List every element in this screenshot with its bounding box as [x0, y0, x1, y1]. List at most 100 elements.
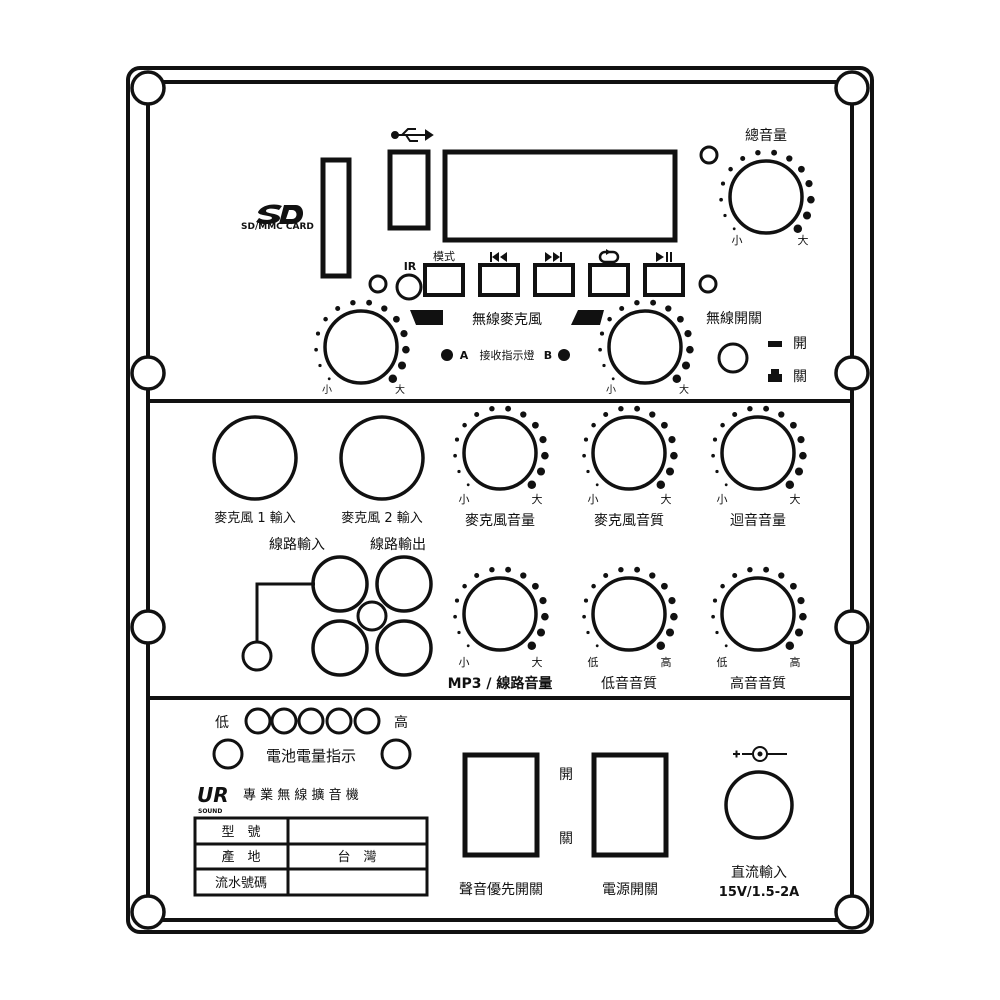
prev-button[interactable]: [478, 263, 520, 297]
mic-tone-knob[interactable]: [582, 405, 678, 491]
wireless-mic-bar-right: [571, 310, 604, 325]
knob-scale-dot: [724, 644, 728, 648]
knob-scale-dot: [603, 412, 609, 417]
knob-scale-dot: [793, 224, 803, 234]
wireless-mic-b-knob[interactable]: [598, 299, 694, 385]
knob-scale-dot: [388, 374, 398, 384]
knob-scale-dot: [732, 227, 736, 231]
mp3-line-volume-knob[interactable]: [453, 566, 549, 652]
knob-body: [323, 309, 399, 385]
wireless-mic-b-min: 小: [606, 384, 616, 396]
dc-input-jack[interactable]: [724, 770, 794, 840]
battery-low-label: 低: [215, 715, 229, 731]
knob-body: [462, 415, 538, 491]
battery-led: [325, 707, 353, 735]
mic1-input-label: 麥克風 1 輸入: [214, 510, 296, 526]
mic1-input-jack[interactable]: [212, 415, 298, 501]
knob-scale-dot: [681, 361, 691, 370]
origin-key: 產 地: [221, 849, 260, 865]
knob-scale-dot: [598, 347, 602, 352]
battery-led: [244, 707, 272, 735]
receive-indicator-label: 接收指示燈: [480, 348, 535, 362]
knob-scale-dot: [591, 422, 596, 428]
switch-on-text: 開: [559, 767, 573, 783]
knob-scale-dot: [582, 453, 586, 458]
wireless-mic-a-min: 小: [322, 384, 332, 396]
mode-button[interactable]: [423, 263, 465, 297]
line-in-jack-bottom[interactable]: [311, 619, 369, 677]
knob-scale-dot: [474, 412, 480, 417]
product-title: 專 業 無 線 擴 音 機: [243, 787, 359, 803]
mic-volume-knob[interactable]: [453, 405, 549, 491]
knob-scale-dot: [619, 306, 625, 311]
wireless-mic-bar-left: [410, 310, 443, 325]
knob-scale-dot: [778, 411, 785, 418]
knob-scale-dot: [539, 597, 547, 605]
line-in-jack-top[interactable]: [311, 555, 369, 613]
knob-scale-dot: [462, 583, 467, 589]
knob-scale-dot: [583, 437, 589, 442]
next-button[interactable]: [533, 263, 575, 297]
voice-priority-switch[interactable]: [462, 752, 540, 858]
repeat-button[interactable]: [588, 263, 630, 297]
wireless-switch-label: 無線開關: [706, 311, 762, 327]
knob-scale-dot: [457, 469, 461, 474]
knob-scale-dot: [539, 436, 547, 444]
knob-scale-dot: [720, 422, 725, 428]
line-out-jack-bottom[interactable]: [375, 619, 433, 677]
master-volume-knob[interactable]: [719, 149, 815, 235]
wireless-mic-a-max: 大: [395, 383, 405, 396]
power-switch[interactable]: [591, 752, 669, 858]
knob-scale-dot: [454, 598, 460, 603]
knob-scale-dot: [712, 598, 718, 603]
line-aux-jack[interactable]: [241, 640, 273, 672]
knob-scale-dot: [797, 436, 805, 444]
treble-tone-knob[interactable]: [711, 566, 807, 652]
knob-scale-dot: [381, 305, 388, 312]
line-output-label: 線路輸出: [370, 537, 426, 553]
knob-scale-dot: [794, 467, 804, 476]
knob-scale-dot: [618, 566, 624, 573]
play-pause-button[interactable]: [643, 263, 685, 297]
bass-tone-knob[interactable]: [582, 566, 678, 652]
battery-right-button[interactable]: [380, 738, 412, 770]
play-pause-icon: [656, 252, 672, 262]
knob-scale-dot: [527, 480, 537, 490]
knob-scale-dot: [656, 480, 666, 490]
wireless-mic-a-knob[interactable]: [314, 299, 410, 385]
right-indicator-led: [698, 274, 718, 294]
receive-a-label: A: [460, 349, 469, 362]
mic2-input-label: 麥克風 2 輸入: [341, 510, 423, 526]
mounting-screw: [834, 894, 870, 930]
lcd-display: [442, 149, 678, 243]
mic-volume-max: 大: [532, 492, 543, 506]
knob-scale-dot: [318, 363, 322, 368]
knob-scale-dot: [719, 197, 723, 202]
mounting-screw: [130, 609, 166, 645]
sd-card-slot[interactable]: [320, 157, 352, 279]
knob-scale-dot: [778, 572, 785, 579]
knob-body: [720, 415, 796, 491]
knob-scale-dot: [728, 166, 733, 172]
knob-scale-dot: [327, 377, 331, 381]
usb-port[interactable]: [387, 149, 431, 231]
line-center-jack[interactable]: [356, 600, 388, 632]
battery-left-button[interactable]: [212, 738, 244, 770]
knob-scale-dot: [656, 641, 666, 651]
mic2-input-jack[interactable]: [339, 415, 425, 501]
echo-volume-knob[interactable]: [711, 405, 807, 491]
wireless-switch-button[interactable]: [717, 342, 749, 374]
mic-tone-min: 小: [588, 493, 599, 506]
knob-scale-dot: [607, 316, 612, 322]
knob-scale-dot: [661, 582, 668, 590]
master-volume-max: 大: [798, 233, 809, 247]
knob-scale-dot: [802, 211, 812, 220]
line-out-jack-top[interactable]: [375, 555, 433, 613]
brand-logo-sub: SOUND: [198, 808, 222, 815]
mic-tone-max: 大: [661, 492, 672, 506]
knob-scale-dot: [393, 315, 400, 323]
knob-scale-dot: [520, 572, 527, 579]
knob-scale-dot: [798, 165, 805, 173]
battery-led: [297, 707, 325, 735]
knob-scale-dot: [586, 469, 590, 474]
